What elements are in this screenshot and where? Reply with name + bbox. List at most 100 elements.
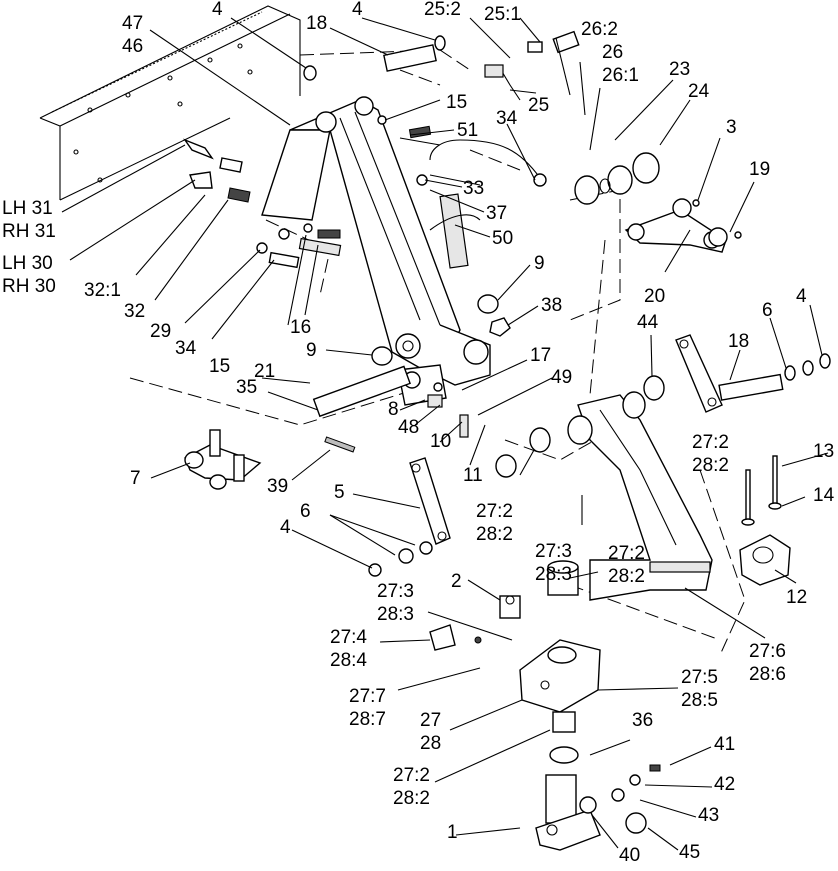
- roller-stack: [527, 30, 660, 205]
- callout-15: 15: [446, 92, 468, 113]
- callout-28-7: 28:7: [349, 709, 386, 730]
- callout-27-3: 27:3: [535, 541, 572, 562]
- pins: [303, 35, 831, 401]
- callout-18: 18: [728, 331, 750, 352]
- callout-25-2: 25:2: [424, 0, 461, 20]
- callout-4: 4: [280, 517, 291, 538]
- clip: [499, 595, 521, 619]
- callout-lh-30: LH 30: [2, 253, 53, 274]
- bracket-and-bolts: [739, 455, 791, 586]
- shaft-and-link: [184, 365, 411, 490]
- callout-27-2: 27:2: [608, 543, 645, 564]
- callout-27-2: 27:2: [692, 432, 729, 453]
- callout-18: 18: [306, 13, 328, 34]
- callout-50: 50: [492, 228, 514, 249]
- callout-lh-31: LH 31: [2, 198, 53, 219]
- callout-14: 14: [813, 485, 835, 506]
- callout-38: 38: [541, 295, 563, 316]
- cable-and-spring: [416, 64, 547, 269]
- callout-27-4: 27:4: [330, 627, 367, 648]
- callout-20: 20: [644, 286, 666, 307]
- callout-48: 48: [398, 417, 420, 438]
- callout-26-2: 26:2: [581, 19, 618, 40]
- callout-12: 12: [786, 587, 808, 608]
- callout-1: 1: [447, 822, 458, 843]
- callout-44: 44: [637, 312, 659, 333]
- callout-28-6: 28:6: [749, 664, 786, 685]
- callout-42: 42: [714, 774, 736, 795]
- callout-34: 34: [175, 338, 197, 359]
- callout-19: 19: [749, 159, 771, 180]
- callout-27: 27: [420, 710, 442, 731]
- callout-17: 17: [530, 345, 552, 366]
- callout-9: 9: [534, 253, 545, 274]
- leader-lines: [61, 17, 829, 851]
- callout-28-3: 28:3: [377, 604, 414, 625]
- callout-51: 51: [457, 120, 479, 141]
- callout-26: 26: [602, 42, 624, 63]
- callout-46: 46: [122, 36, 144, 57]
- callout-11: 11: [463, 465, 483, 486]
- callout-40: 40: [619, 845, 641, 866]
- callout-4: 4: [212, 0, 223, 20]
- callout-37: 37: [486, 203, 508, 224]
- lift-arm: [624, 198, 728, 253]
- callout-rh-30: RH 30: [2, 276, 56, 297]
- callout-35: 35: [236, 377, 258, 398]
- callout-29: 29: [150, 321, 172, 342]
- callout-10: 10: [430, 431, 452, 452]
- links: [368, 334, 723, 577]
- callout-24: 24: [688, 81, 710, 102]
- callout-23: 23: [669, 59, 691, 80]
- callout-43: 43: [698, 805, 720, 826]
- callout-27-2: 27:2: [393, 765, 430, 786]
- frame-plate: [39, 5, 301, 201]
- callout-27-5: 27:5: [681, 667, 718, 688]
- callout-5: 5: [334, 482, 345, 503]
- callout-49: 49: [551, 367, 573, 388]
- callout-3: 3: [726, 117, 737, 138]
- callout-28-2: 28:2: [476, 524, 513, 545]
- callout-28-5: 28:5: [681, 690, 718, 711]
- lower-post: [535, 711, 661, 851]
- callout-6: 6: [762, 300, 773, 321]
- bushings: [371, 294, 511, 366]
- callout-15: 15: [209, 356, 231, 377]
- callout-41: 41: [714, 734, 736, 755]
- fittings: [183, 115, 441, 269]
- callout-16: 16: [290, 317, 312, 338]
- callout-28-2: 28:2: [608, 566, 645, 587]
- callout-28-2: 28:2: [692, 455, 729, 476]
- callout-33: 33: [463, 178, 485, 199]
- callout-13: 13: [813, 441, 835, 462]
- callout-28-2: 28:2: [393, 788, 430, 809]
- callout-6: 6: [300, 501, 311, 522]
- callout-28: 28: [420, 733, 442, 754]
- callout-26-1: 26:1: [602, 65, 639, 86]
- nut-washer: [692, 199, 742, 239]
- callout-rh-31: RH 31: [2, 221, 56, 242]
- callout-45: 45: [679, 842, 701, 863]
- callout-28-4: 28:4: [330, 650, 367, 671]
- callout-36: 36: [632, 710, 654, 731]
- callout-28-3: 28:3: [535, 564, 572, 585]
- callout-25-1: 25:1: [484, 4, 521, 25]
- callout-27-7: 27:7: [349, 686, 386, 707]
- callout-47: 47: [122, 13, 144, 34]
- callout-34: 34: [496, 108, 518, 129]
- callout-8: 8: [388, 399, 399, 420]
- callout-7: 7: [130, 468, 141, 489]
- callout-25: 25: [528, 95, 550, 116]
- pedal-arm: [495, 375, 713, 601]
- callout-9: 9: [306, 340, 317, 361]
- callout-4: 4: [796, 286, 807, 307]
- callout-32: 32: [124, 301, 146, 322]
- callout-27-6: 27:6: [749, 641, 786, 662]
- callout-32-1: 32:1: [84, 280, 121, 301]
- callout-27-3: 27:3: [377, 581, 414, 602]
- callout-39: 39: [267, 476, 289, 497]
- callout-27-2: 27:2: [476, 501, 513, 522]
- callout-21: 21: [254, 361, 276, 382]
